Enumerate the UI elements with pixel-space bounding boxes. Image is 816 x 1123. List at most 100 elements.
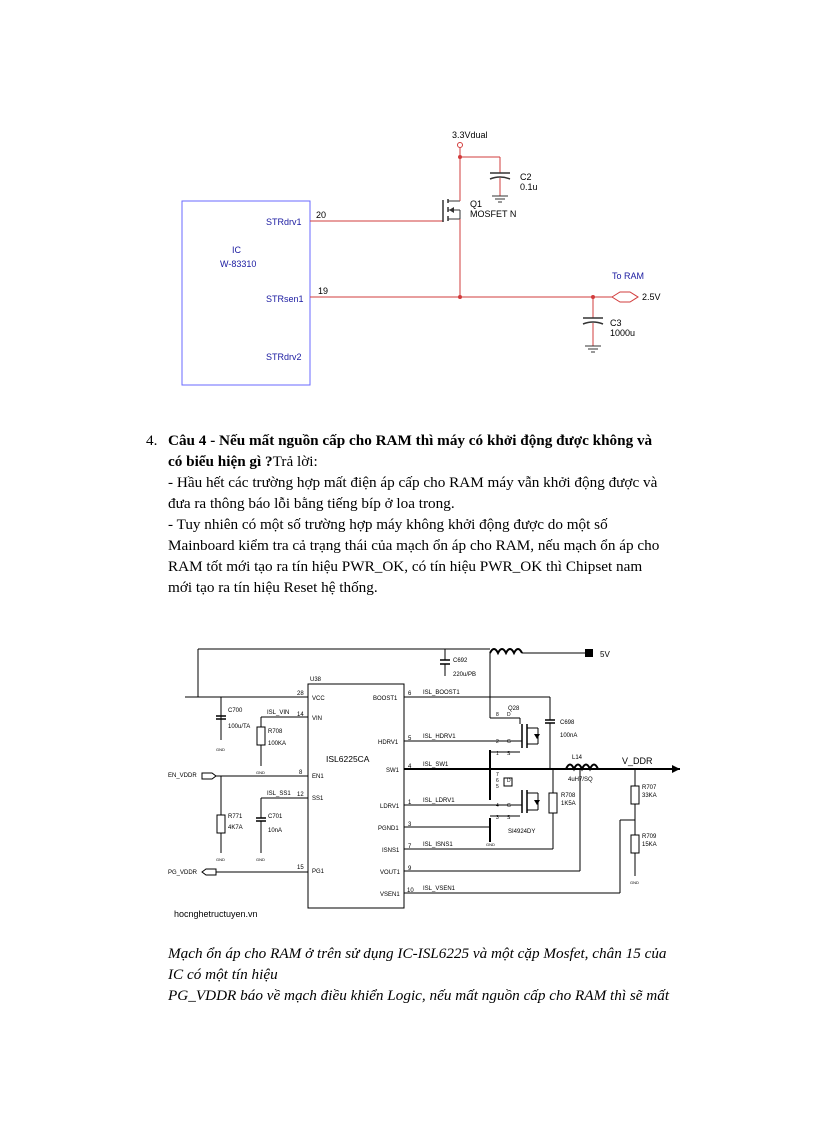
pin-num: 5 [408, 736, 412, 742]
isl6225-schematic: U38 ISL6225CA VCC VIN EN1 SS1 PG1 28 14 … [168, 648, 680, 909]
pin-num: 12 [297, 792, 304, 798]
isl-vin: ISL_VIN [267, 710, 289, 716]
ram-supply-schematic: IC W-83310 STRdrv1 STRsen1 STRdrv2 20 19… [181, 130, 661, 386]
r708a-ref: R708 [268, 729, 283, 735]
q28-pin: D [507, 712, 511, 718]
r709-ref: R709 [642, 834, 657, 840]
c698-ref: C698 [560, 720, 575, 726]
l14-ref: L14 [572, 755, 583, 761]
question-number: 4. [146, 432, 158, 449]
q28-pin: S [507, 815, 511, 821]
q28-pin: S [507, 751, 511, 757]
c2-val: 0.1u [520, 182, 538, 192]
answer-line: - Tuy nhiên có một số trường hợp máy khô… [168, 516, 608, 533]
pin-strdrv2-label: STRdrv2 [266, 352, 302, 362]
isl-vsen1: ISL_VSEN1 [423, 886, 456, 892]
r707-ref: R707 [642, 785, 657, 791]
q28-pin: 3 [496, 815, 499, 821]
caption-line: IC có một tín hiệu [168, 966, 278, 983]
answer-line: đưa ra thông báo lỗi bằng tiếng bíp ở lo… [168, 495, 455, 512]
r709-val: 15KA [642, 842, 657, 848]
r708b-ref: R708 [561, 793, 576, 799]
question-body: Câu 4 - Nếu mất nguồn cấp cho RAM thì má… [168, 430, 708, 598]
gnd-label: GND [216, 747, 225, 752]
isl6225-name: ISL6225CA [326, 754, 370, 764]
r707-val: 33KA [642, 793, 657, 799]
answer-label: Trả lời: [272, 453, 318, 470]
q28-val: SI4924DY [508, 829, 535, 835]
v25-label: 2.5V [642, 292, 661, 302]
en-vddr-port [201, 772, 217, 780]
q28-pin: 4 [496, 803, 499, 809]
isl-boost1: ISL_BOOST1 [423, 690, 460, 696]
answer-line: mới tạo ra tín hiệu Reset hệ thống. [168, 579, 378, 596]
q28-pin: 7 [496, 772, 499, 778]
question-title-line1: Câu 4 - Nếu mất nguồn cấp cho RAM thì má… [168, 432, 653, 449]
5v-label: 5V [600, 650, 610, 659]
answer-line: - Hầu hết các trường hợp mất điện áp cấp… [168, 474, 658, 491]
to-ram-label: To RAM [612, 271, 644, 281]
c2-ref: C2 [520, 172, 532, 182]
q28-pin: 5 [496, 784, 499, 790]
pin-strdrv1-label: STRdrv1 [266, 217, 302, 227]
q28-pin: 2 [496, 739, 499, 745]
pin-boost1: BOOST1 [373, 696, 398, 702]
c700-val: 100u/TA [228, 724, 250, 730]
pin-num: 1 [408, 800, 412, 806]
supply-label: 3.3Vdual [452, 130, 488, 140]
pin-sw1: SW1 [386, 768, 400, 774]
pin-hdrv1: HDRV1 [378, 740, 399, 746]
gnd-label: GND [630, 880, 639, 885]
c692-ref: C692 [453, 658, 468, 664]
pin-vout1: VOUT1 [380, 870, 401, 876]
pin-num: 3 [408, 822, 412, 828]
pin-en1: EN1 [312, 774, 324, 780]
q1-val: MOSFET N [470, 209, 516, 219]
offpage-connector [611, 291, 639, 303]
q28-pin: G [507, 739, 511, 745]
gnd-label: GND [486, 842, 495, 847]
q28-ref: Q28 [508, 706, 520, 712]
answer-line: Mainboard kiểm tra cả trạng thái của mạc… [168, 537, 660, 554]
pg-vddr-port [201, 868, 217, 876]
pin-20: 20 [316, 210, 326, 220]
question-title-line2: có biểu hiện gì ? [168, 453, 273, 470]
l14-val: 4uH7/SQ [568, 777, 593, 783]
q1-ref: Q1 [470, 199, 482, 209]
pin-num: 6 [408, 691, 412, 697]
question-title-line2-row: có biểu hiện gì ?Trả lời: [168, 451, 708, 472]
pin-num: 7 [408, 844, 412, 850]
pin-num: 10 [407, 888, 414, 894]
caption-line: Mạch ổn áp cho RAM ở trên sử dụng IC-ISL… [168, 945, 667, 962]
c3-ref: C3 [610, 318, 622, 328]
pin-strsen1-label: STRsen1 [266, 294, 304, 304]
c3-val: 1000u [610, 328, 635, 338]
pin-num: 9 [408, 866, 412, 872]
q28-pin: G [507, 803, 511, 809]
ic-ref: IC [232, 245, 242, 255]
isl-hdrv1: ISL_HDRV1 [423, 734, 456, 740]
q28-pin: D [507, 778, 511, 784]
watermark: hocnghetructuyen.vn [174, 909, 258, 919]
pin-ldrv1: LDRV1 [380, 804, 400, 810]
q28-pin: 6 [496, 778, 499, 784]
isl-ldrv1: ISL_LDRV1 [423, 798, 455, 804]
pin-ss1: SS1 [312, 796, 324, 802]
c701-val: 10nA [268, 828, 282, 834]
pin-vsen1: VSEN1 [380, 892, 400, 898]
c701-ref: C701 [268, 814, 283, 820]
5v-terminal [585, 649, 593, 657]
gnd-label: GND [256, 770, 265, 775]
r771-val: 4K7A [228, 825, 243, 831]
q28-pin: 1 [496, 751, 499, 757]
pin-num: 28 [297, 691, 304, 697]
u38-label: U38 [310, 677, 322, 683]
pin-num: 15 [297, 865, 304, 871]
r708b-val: 1K5A [561, 801, 576, 807]
ic-name: W-83310 [220, 259, 256, 269]
pin-num: 8 [299, 770, 303, 776]
gnd-label: GND [256, 857, 265, 862]
isl-sw1: ISL_SW1 [423, 762, 449, 768]
pin-19: 19 [318, 286, 328, 296]
q28-pin: 8 [496, 712, 499, 718]
